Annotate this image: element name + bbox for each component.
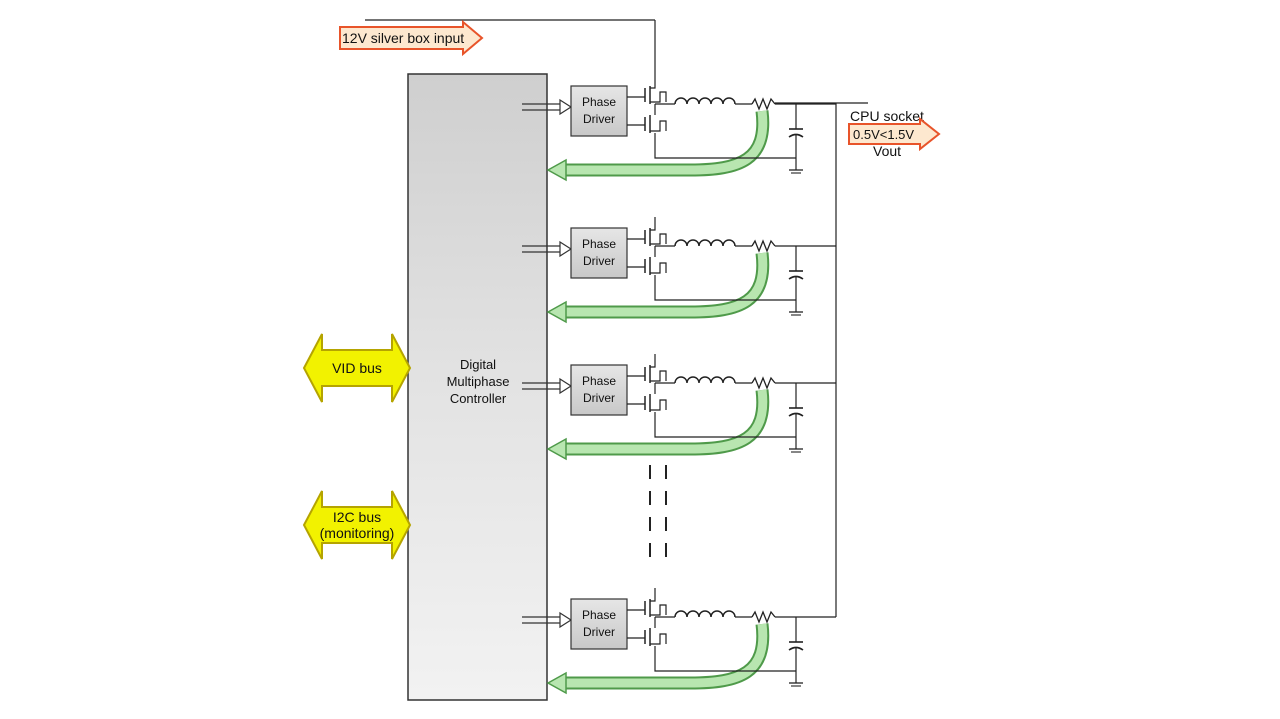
- phases: PhaseDriverPhaseDriverPhaseDriverPhaseDr…: [522, 75, 836, 695]
- phase-driver-box: [570, 85, 628, 137]
- phase-driver-label-line-1: Phase: [582, 374, 616, 388]
- vid-bus-arrow-shape: [302, 333, 412, 403]
- i2c-bus-arrow-shape: [302, 490, 412, 560]
- ground-return: [654, 133, 796, 159]
- i2c-bus-arrow: I2C bus (monitoring): [302, 490, 412, 560]
- mosfet-body: [650, 91, 667, 103]
- feedback-arrow-body: [566, 623, 768, 688]
- mosfet-drain: [650, 75, 656, 89]
- phase-driver-label-line-2: Driver: [583, 391, 615, 405]
- phase-driver-label-line-2: Driver: [583, 254, 615, 268]
- capacitor-plate: [788, 412, 804, 417]
- feedback-arrow-body: [566, 110, 768, 175]
- vout-arrow-shape: [848, 116, 941, 152]
- controller-label-line-1: Digital: [460, 357, 496, 372]
- capacitor-plate: [788, 646, 804, 651]
- mosfet-body: [650, 370, 667, 382]
- ground-return: [654, 412, 796, 438]
- control-arrow-head: [559, 240, 573, 258]
- control-arrow-head: [559, 377, 573, 395]
- mosfet-drain: [650, 354, 656, 368]
- feedback-arrow-head: [546, 300, 567, 324]
- controller-label-line-3: Controller: [450, 391, 507, 406]
- capacitor-plate: [788, 133, 804, 138]
- mosfet-drain: [650, 217, 656, 231]
- cpu-socket-label: CPU socket: [850, 108, 924, 124]
- input-label: 12V silver box input: [342, 30, 464, 46]
- control-arrow-head: [559, 611, 573, 629]
- control-arrow-head: [559, 98, 573, 116]
- feedback-arrow-head: [546, 671, 567, 695]
- phase-driver-label-line-1: Phase: [582, 608, 616, 622]
- mosfet-drain: [650, 588, 656, 602]
- feedback-arrow-body: [566, 252, 768, 317]
- mosfet-body: [650, 120, 667, 132]
- sense-resistor: [751, 610, 776, 624]
- i2c-bus-label-line-1: I2C bus: [333, 509, 381, 525]
- input-arrow: 12V silver box input: [339, 19, 484, 57]
- inductor: [674, 376, 736, 384]
- ground-return: [654, 275, 796, 301]
- more-phases-ellipsis: [649, 465, 667, 560]
- ground-return: [654, 646, 796, 672]
- phase-driver-label-line-1: Phase: [582, 237, 616, 251]
- inductor: [674, 239, 736, 247]
- vout-label: Vout: [873, 143, 901, 159]
- phase-driver-label-line-2: Driver: [583, 112, 615, 126]
- vout-range-label: 0.5V<1.5V: [853, 127, 914, 142]
- phase-driver-box: [570, 598, 628, 650]
- vout-output: CPU socket 0.5V<1.5V Vout: [848, 108, 941, 159]
- mosfet-body: [650, 399, 667, 411]
- mosfet-body: [650, 262, 667, 274]
- phase-driver-box: [570, 364, 628, 416]
- mosfet-body: [650, 233, 667, 245]
- inductor: [674, 97, 736, 105]
- input-arrow-shape: [339, 19, 484, 57]
- capacitor-plate: [788, 275, 804, 280]
- mosfet-body: [650, 633, 667, 645]
- inductor: [674, 610, 736, 618]
- mosfet-body: [650, 604, 667, 616]
- phase-driver-label-line-2: Driver: [583, 625, 615, 639]
- vid-bus-arrow: VID bus: [302, 333, 412, 403]
- feedback-arrow-body: [566, 389, 768, 454]
- i2c-bus-label-line-2: (monitoring): [320, 525, 395, 541]
- feedback-arrow-head: [546, 158, 567, 182]
- phase-driver-box: [570, 227, 628, 279]
- vid-bus-label: VID bus: [332, 360, 382, 376]
- digital-multiphase-controller: [407, 73, 548, 701]
- feedback-arrow-head: [546, 437, 567, 461]
- phase-driver-label-line-1: Phase: [582, 95, 616, 109]
- sense-resistor: [751, 97, 776, 111]
- sense-resistor: [751, 376, 776, 390]
- sense-resistor: [751, 239, 776, 253]
- controller-label-line-2: Multiphase: [447, 374, 510, 389]
